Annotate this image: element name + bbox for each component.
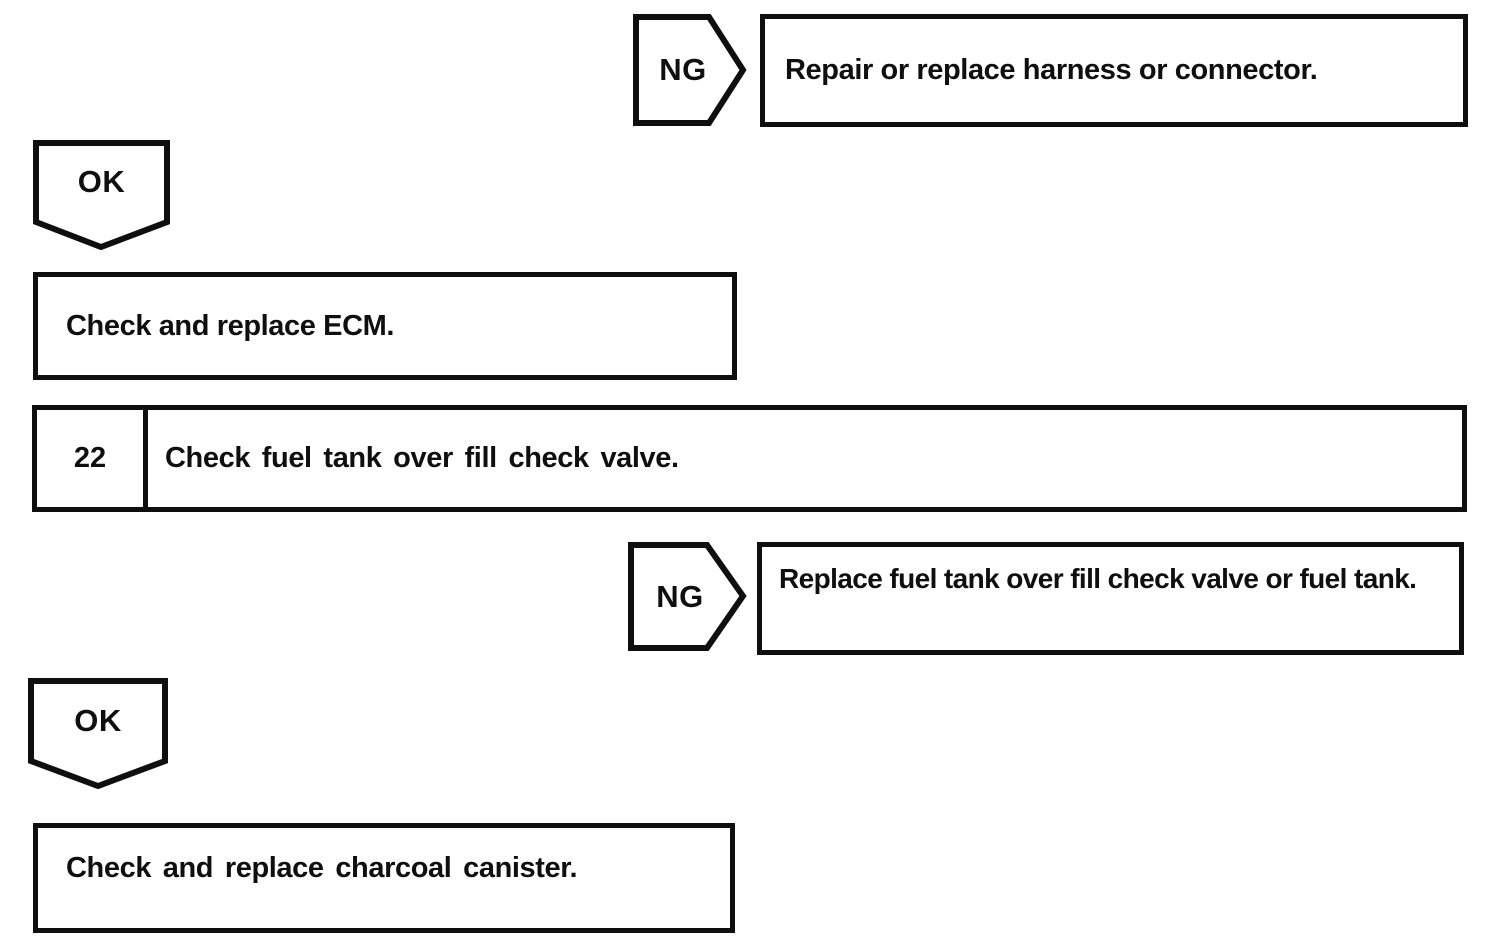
step-box-22: 22 Check fuel tank over fill check valve… — [32, 405, 1467, 512]
ok-arrow-icon — [28, 678, 168, 789]
ok-arrow-icon — [33, 140, 170, 250]
ng-connector-2: NG — [628, 542, 747, 651]
result-box-replace-fuel-tank: Replace fuel tank over fill check valve … — [757, 542, 1464, 655]
ng-connector-label: NG — [656, 578, 704, 614]
ok-connector-1: OK — [33, 140, 170, 250]
ok-connector-2: OK — [28, 678, 168, 789]
ng-connector-label: NG — [659, 52, 707, 87]
step-title: Check fuel tank over fill check valve. — [165, 442, 679, 474]
ng-arrow-icon — [628, 542, 747, 651]
result-text: Replace fuel tank over fill check valve … — [779, 563, 1417, 594]
result-box-repair-harness: Repair or replace harness or connector. — [760, 14, 1468, 127]
action-box-ecm: Check and replace ECM. — [33, 272, 737, 380]
ng-connector-1: NG — [633, 14, 747, 126]
result-text: Repair or replace harness or connector. — [785, 54, 1318, 87]
action-box-charcoal-canister: Check and replace charcoal canister. — [33, 823, 735, 933]
step-number: 22 — [37, 410, 148, 507]
ng-arrow-icon — [633, 14, 747, 126]
ok-connector-label: OK — [74, 702, 122, 738]
action-text: Check and replace charcoal canister. — [66, 851, 578, 884]
action-text: Check and replace ECM. — [66, 309, 395, 342]
ok-connector-label: OK — [77, 164, 126, 199]
